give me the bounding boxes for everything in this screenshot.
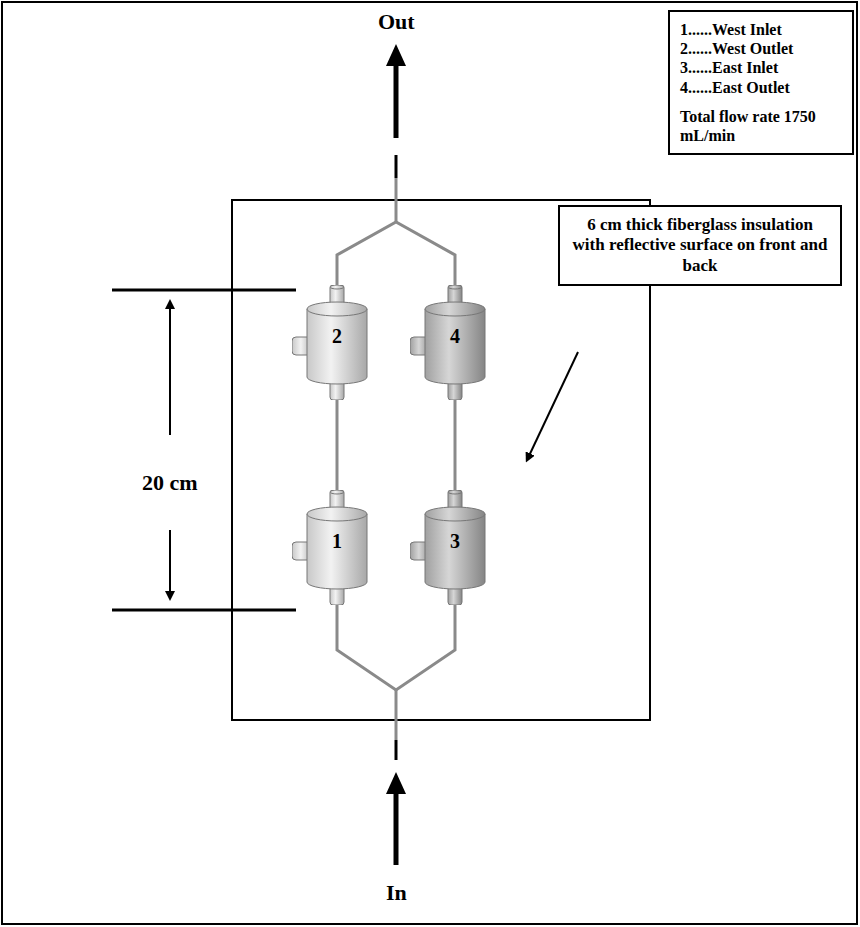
legend-box: 1......West Inlet2......West Outlet3....… [668, 10, 854, 155]
west-outlet-cell: 2 [292, 285, 372, 400]
outlet-manifold [337, 222, 455, 285]
callout-number: 2 [307, 325, 367, 348]
in-arrow [394, 790, 399, 865]
box-text: 3......East Inlet [680, 58, 842, 77]
pipe-connector [336, 400, 339, 490]
dimension-line [112, 609, 296, 612]
dimension-label: 20 cm [140, 470, 200, 496]
inlet-pipe [395, 740, 398, 760]
west-inlet-cell: 1 [292, 490, 372, 605]
box-text: Total flow rate 1750 mL/min [680, 107, 842, 145]
dimension-line [112, 289, 296, 292]
box-text: 1......West Inlet [680, 20, 842, 39]
east-inlet-cell: 3 [410, 490, 490, 605]
east-outlet-cell: 4 [410, 285, 490, 400]
box-text: 6 cm thick fiberglass insulation with re… [570, 215, 830, 276]
box-text: 2......West Outlet [680, 39, 842, 58]
inlet-label: In [384, 880, 409, 906]
box-text: 4......East Outlet [680, 78, 842, 97]
callout-number: 4 [425, 325, 485, 348]
inlet-manifold [337, 605, 455, 690]
outlet-pipe [395, 178, 398, 222]
outlet-label: Out [376, 9, 417, 35]
outlet-pipe [395, 155, 398, 178]
inlet-pipe [395, 690, 398, 740]
pipe-connector [454, 400, 457, 490]
out-arrow [394, 62, 399, 138]
dimension-arrow [169, 304, 171, 435]
dimension-arrow [169, 530, 171, 596]
callout-box: 6 cm thick fiberglass insulation with re… [558, 205, 842, 286]
callout-number: 3 [425, 530, 485, 553]
leader-line [528, 352, 578, 458]
callout-number: 1 [307, 530, 367, 553]
